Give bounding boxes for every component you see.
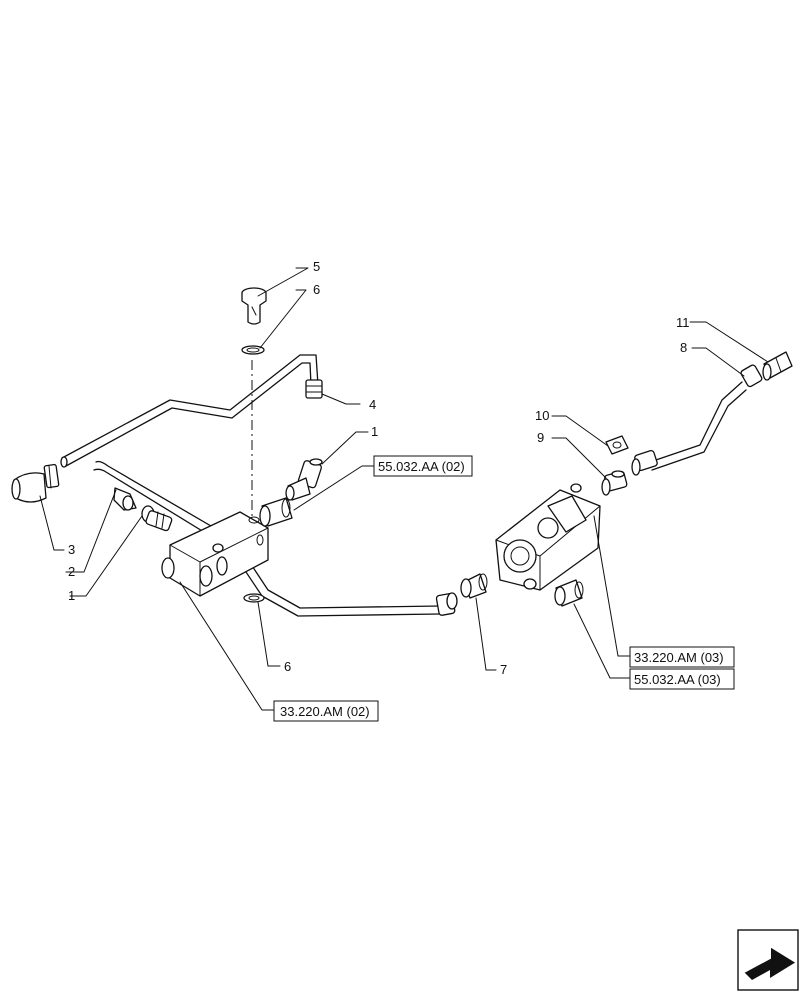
lower-pipe — [93, 460, 441, 617]
seal-ring-6-bottom-inner — [248, 595, 260, 601]
callout-6-top: 6 — [313, 282, 320, 297]
svg-text:33.220.AM (03): 33.220.AM (03) — [634, 650, 724, 665]
adapter-7 — [460, 573, 488, 599]
callout-1-left: 1 — [68, 588, 75, 603]
callout-6-bottom: 6 — [284, 659, 291, 674]
callout-8: 8 — [680, 340, 687, 355]
callout-11: 11 — [676, 315, 690, 330]
svg-text:55.032.AA (02): 55.032.AA (02) — [378, 459, 465, 474]
banjo-bolt-5 — [241, 287, 267, 325]
callout-7: 7 — [500, 662, 507, 677]
upper-pipe — [60, 354, 319, 468]
lower-pipe-nut — [435, 592, 458, 616]
fitting-2 — [113, 487, 137, 511]
pressure-switch-02 — [259, 497, 293, 527]
callout-1-top: 1 — [371, 424, 378, 439]
reference-33220-02[interactable]: 33.220.AM (02) — [273, 700, 379, 722]
callout-9: 9 — [537, 430, 544, 445]
quick-coupler-3 — [11, 463, 60, 503]
next-page-arrow-icon[interactable] — [737, 929, 799, 991]
svg-text:33.220.AM (02): 33.220.AM (02) — [280, 704, 370, 719]
elbow-fitting-1-top — [285, 458, 323, 501]
reference-55032-02[interactable]: 55.032.AA (02) — [373, 455, 473, 477]
right-pipe — [631, 351, 793, 476]
left-valve-block — [161, 511, 269, 597]
seal-ring-6-top — [241, 345, 265, 355]
reference-33220-03[interactable]: 33.220.AM (03) — [629, 646, 735, 668]
seal-ring-6-top-inner — [246, 347, 260, 353]
pressure-switch-03 — [554, 579, 584, 607]
elbow-fitting-1-left — [141, 505, 173, 532]
pipe-nut-4 — [305, 379, 323, 399]
callout-4: 4 — [369, 397, 376, 412]
callout-2: 2 — [68, 564, 75, 579]
cap-nut-10 — [605, 435, 629, 455]
right-valve-block — [495, 483, 601, 591]
callout-5: 5 — [313, 259, 320, 274]
callout-3: 3 — [68, 542, 75, 557]
seal-ring-6-bottom — [243, 593, 265, 603]
svg-text:55.032.AA (03): 55.032.AA (03) — [634, 672, 721, 687]
reference-55032-03[interactable]: 55.032.AA (03) — [629, 668, 735, 690]
elbow-fitting-9 — [601, 470, 628, 496]
leader-lines — [39, 267, 769, 711]
callout-10: 10 — [535, 408, 549, 423]
